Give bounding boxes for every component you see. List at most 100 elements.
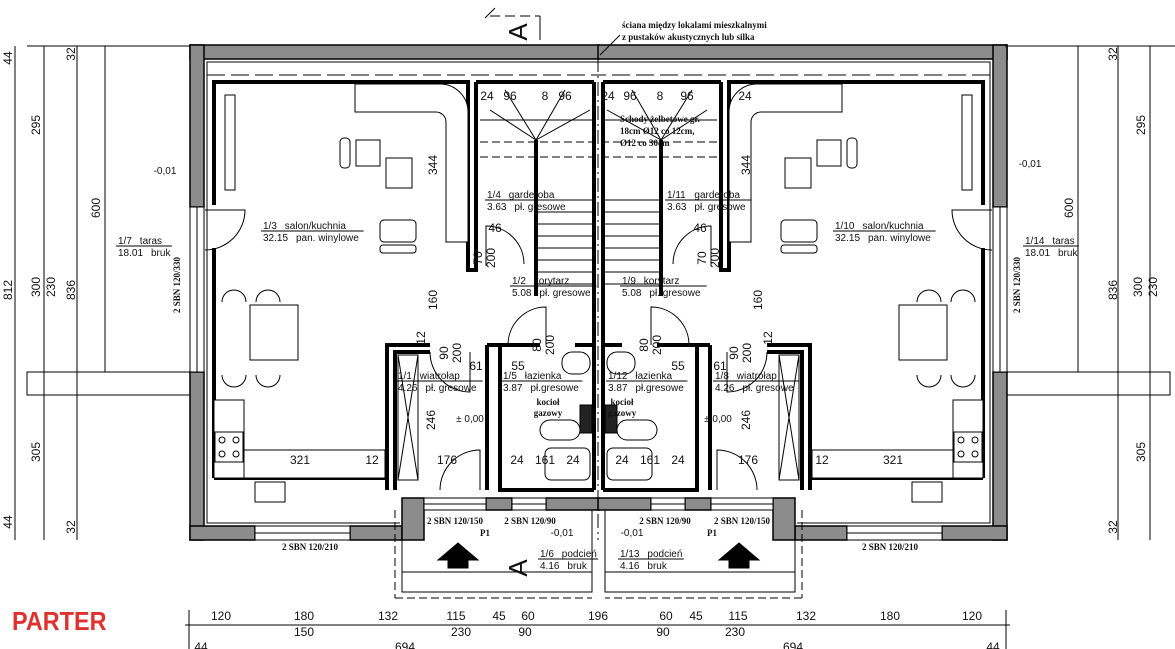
door-label: P1 — [480, 528, 490, 538]
dimension-label: 600 — [89, 198, 103, 218]
room-area: 3.63 — [487, 202, 507, 213]
dimension-label: 305 — [29, 442, 43, 462]
dimension-label: 120 — [962, 609, 982, 623]
dimension-label: 230 — [1146, 277, 1160, 297]
dimension-label: 32 — [1106, 520, 1120, 534]
dimension-label: 55 — [511, 359, 525, 373]
room-number: 1/8 — [715, 371, 729, 382]
dimension-label: 344 — [739, 155, 753, 175]
dimension-label: 200 — [708, 248, 722, 268]
dimension-label: 61 — [713, 359, 727, 373]
window-label-terrace: 2 SBN 120/330 — [172, 256, 182, 313]
level-mark: -0,01 — [154, 166, 177, 177]
dimension-label: 600 — [1062, 198, 1076, 218]
dimension-label: 46 — [693, 221, 707, 235]
room-floor: bruk — [151, 248, 171, 259]
room-floor: pł. gresowe — [514, 202, 566, 213]
dimension-label: 115 — [728, 609, 747, 623]
dimension-label: 246 — [739, 410, 753, 430]
annotation-lines — [484, 7, 621, 540]
dimension-label: 812 — [1, 280, 15, 300]
room-name: garderoba — [694, 190, 740, 201]
room-area: 3.63 — [667, 202, 687, 213]
dimension-label: 176 — [437, 453, 457, 467]
dimension-label: 200 — [740, 343, 754, 363]
dimension-label: 305 — [1134, 442, 1148, 462]
dimension-label: 295 — [1134, 115, 1148, 135]
room-name: łazienka — [525, 371, 562, 382]
room-area: 32.15 — [835, 233, 860, 244]
dimension-label: 24 — [671, 453, 685, 467]
room-number: 1/11 — [667, 190, 686, 201]
dimension-label: 196 — [588, 609, 608, 623]
dimension-label: 694 — [395, 640, 415, 649]
level-mark: -0,01 — [1019, 159, 1042, 170]
room-area: 18.01 — [118, 248, 143, 259]
dimension-label: 80 — [637, 338, 651, 352]
dimension-label: 132 — [796, 609, 816, 623]
party-wall-note: ściana między lokalami mieszkalnymi — [622, 20, 767, 30]
window-label: 2 SBN 120/90 — [504, 516, 556, 526]
room-area: 3.87 — [608, 383, 628, 394]
dimension-label: 55 — [671, 359, 685, 373]
stairs-note: 18cm Ø12 co 12cm, — [620, 126, 694, 136]
section-mark: A — [503, 23, 533, 41]
dimension-label: 344 — [426, 155, 440, 175]
dimension-label: 200 — [484, 248, 498, 268]
dimension-label: 24 — [480, 89, 494, 103]
room-name: podcień — [647, 549, 682, 560]
dimension-label: 694 — [783, 640, 803, 649]
dimension-label: 32 — [1106, 47, 1120, 61]
dimension-label: 90 — [656, 625, 670, 639]
room-number: 1/9 — [622, 276, 636, 287]
dimension-label: 12 — [761, 331, 775, 345]
dimension-label: 80 — [530, 338, 544, 352]
section-mark: A — [503, 559, 533, 577]
floor-title: PARTER — [12, 606, 107, 636]
room-name: podcień — [562, 549, 597, 560]
dimension-lines — [14, 45, 1175, 649]
dimension-label: 295 — [29, 115, 43, 135]
room-name: korytarz — [534, 276, 570, 287]
room-number: 1/6 — [540, 549, 554, 560]
room-number: 1/10 — [835, 221, 855, 232]
dimension-label: 161 — [640, 453, 660, 467]
room-area: 5.08 — [622, 288, 642, 299]
dimension-label: 45 — [492, 609, 506, 623]
room-floor: pł.gresowe — [635, 383, 684, 394]
dimension-label: 160 — [426, 290, 440, 310]
room-floor: bruk — [567, 561, 587, 572]
room-name: taras — [140, 236, 162, 247]
window-label: 2 SBN 120/210 — [282, 542, 339, 552]
window-label: 2 SBN 120/150 — [427, 516, 484, 526]
room-name: taras — [1052, 236, 1074, 247]
dimension-label: 115 — [446, 609, 465, 623]
dimension-label: 61 — [469, 359, 483, 373]
dimension-label: 150 — [294, 625, 314, 639]
dimension-label: 8 — [542, 89, 549, 103]
dimension-label: 32 — [64, 520, 78, 534]
room-number: 1/5 — [503, 371, 517, 382]
dimension-label: 44 — [1, 51, 15, 65]
party-wall-note: z pustaków akustycznych lub silka — [622, 32, 755, 42]
room-floor: pł. gresowe — [539, 288, 591, 299]
dimension-label: 321 — [883, 453, 903, 467]
room-number: 1/2 — [512, 276, 526, 287]
level-mark: -0,01 — [621, 528, 644, 539]
dimension-label: 132 — [378, 609, 398, 623]
window-label: 2 SBN 120/90 — [639, 516, 691, 526]
room-number: 1/12 — [608, 371, 628, 382]
room-floor: pan. winylowe — [296, 233, 359, 244]
dimension-label: 24 — [601, 89, 615, 103]
dimension-label: 24 — [510, 453, 524, 467]
room-floor: pan. winylowe — [868, 233, 931, 244]
boiler-label: kocioł — [536, 397, 560, 407]
room-floor: bruk — [647, 561, 667, 572]
dimension-label: 96 — [558, 89, 572, 103]
dimension-label: 90 — [518, 625, 532, 639]
dimension-label: 96 — [623, 89, 637, 103]
room-area: 18.01 — [1025, 248, 1050, 259]
dimension-label: 96 — [503, 89, 517, 103]
